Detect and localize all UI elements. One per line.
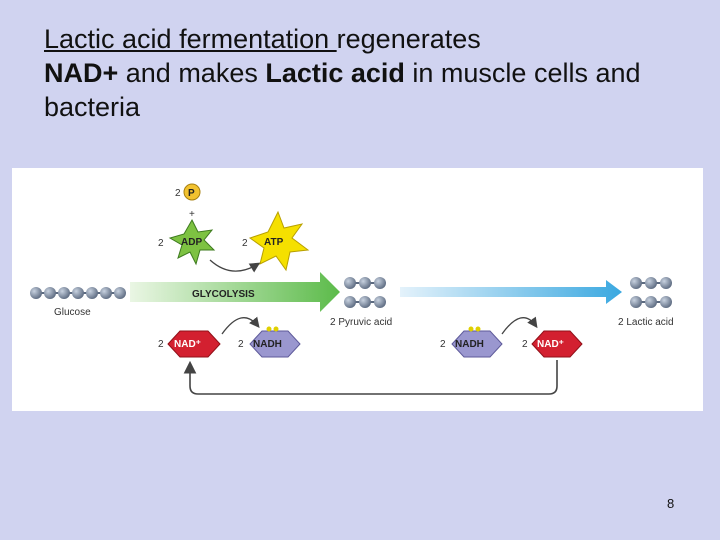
phosphate-label: P — [188, 188, 195, 199]
adp-count: 2 — [158, 238, 164, 249]
fermentation-arrow — [400, 280, 622, 304]
nadh-left-hexagon-icon — [249, 330, 301, 358]
nadh-left-group: 2 NADH — [238, 326, 301, 358]
nad-left-group: 2 NAD⁺ — [158, 330, 221, 358]
slide-title: Lactic acid fermentation regenerates NAD… — [44, 22, 684, 124]
nadh-right-label: NADH — [455, 339, 484, 350]
pyruvic-acid-label: 2 Pyruvic acid — [330, 317, 392, 328]
plus-sign: + — [189, 209, 195, 220]
title-nad-plus: NAD+ — [44, 58, 119, 88]
nadh-left-count: 2 — [238, 339, 244, 350]
lactic-fermentation-diagram: 2 P + 2 ADP 2 ATP Glucose GLYCOLYSIS — [12, 168, 703, 411]
page-number: 8 — [667, 496, 675, 511]
phosphate-group: 2 P + — [175, 183, 201, 220]
lactic-acid-label: 2 Lactic acid — [618, 317, 674, 328]
phosphate-icon — [183, 183, 201, 201]
nadh-right-group: 2 NADH — [440, 326, 503, 358]
adp-to-atp-arrow — [209, 259, 261, 273]
lactic-acid-molecules — [630, 277, 672, 308]
nad-recycling-arrow — [183, 360, 558, 395]
title-text-rest: in muscle cells and bacteria — [44, 58, 641, 122]
phosphate-count: 2 — [175, 188, 181, 199]
nad-right-count: 2 — [522, 339, 528, 350]
adp-group: 2 ADP — [158, 218, 216, 266]
glycolysis-arrow — [130, 272, 340, 312]
nad-left-count: 2 — [158, 339, 164, 350]
adp-label: ADP — [181, 237, 202, 248]
nad-right-label: NAD⁺ — [537, 339, 564, 350]
nad-to-nadh-arrow — [221, 316, 260, 335]
glycolysis-label: GLYCOLYSIS — [192, 289, 255, 300]
glucose-molecule — [30, 287, 126, 299]
glucose-label: Glucose — [54, 307, 91, 318]
nadh-left-label: NADH — [253, 339, 282, 350]
title-underlined-phrase: Lactic acid fermentation — [44, 24, 337, 54]
adp-star-icon — [168, 218, 216, 266]
nad-right-group: 2 NAD⁺ — [522, 330, 583, 358]
title-text-and-makes: and makes — [118, 58, 266, 88]
nadh-right-hexagon-icon — [451, 330, 503, 358]
atp-star-icon — [248, 210, 310, 272]
atp-label: ATP — [264, 237, 284, 248]
nadh-right-count: 2 — [440, 339, 446, 350]
atp-count: 2 — [242, 238, 248, 249]
atp-group: 2 ATP — [242, 210, 310, 272]
pyruvic-acid-molecules — [344, 277, 386, 308]
nadh-to-nad-arrow — [501, 316, 538, 335]
nad-left-hexagon-icon — [167, 330, 221, 358]
title-text-regenerates: regenerates — [336, 24, 481, 54]
nad-right-hexagon-icon — [531, 330, 583, 358]
title-lactic-acid: Lactic acid — [265, 58, 405, 88]
nad-left-label: NAD⁺ — [174, 339, 201, 350]
